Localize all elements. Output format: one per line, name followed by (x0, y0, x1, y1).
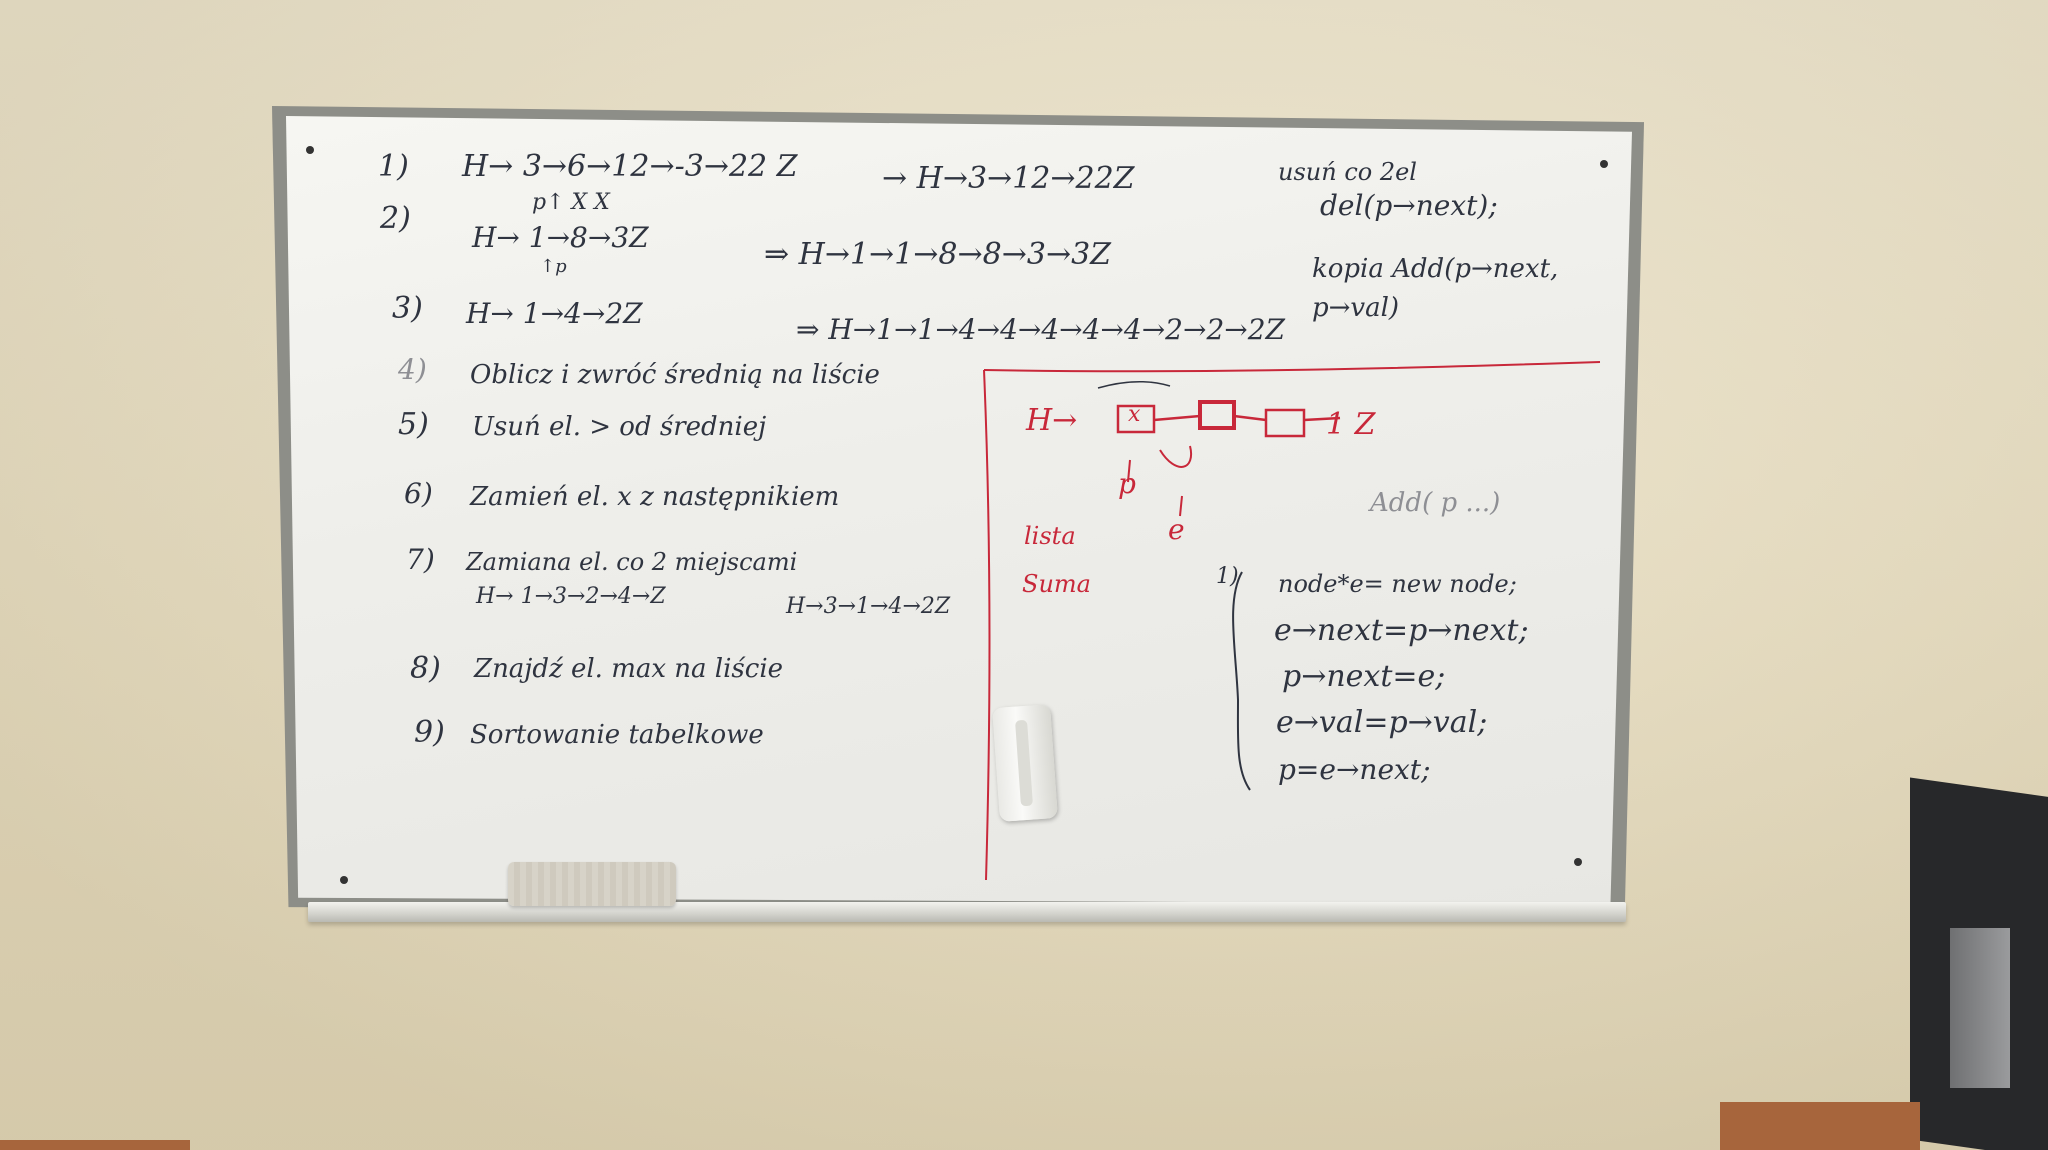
item-1-number: 1) (378, 149, 409, 184)
item-1-result: → H→3→12→22Z (882, 161, 1135, 196)
item-3-note: kopia Add(p→next, p→val) (1312, 254, 1559, 323)
magnet-groove (1015, 719, 1033, 807)
whiteboard-surface (286, 116, 1632, 904)
item-7-number: 7) (406, 543, 435, 576)
screw-icon (306, 146, 314, 154)
desk-edge-left (0, 1140, 190, 1150)
item-3-number: 3) (392, 291, 423, 326)
item-2-result: ⇒ H→1→1→8→8→3→3Z (764, 237, 1112, 272)
red-divider-left (983, 369, 991, 881)
code-line-2: e→next=p→next; (1274, 613, 1529, 648)
screw-icon (1600, 160, 1608, 168)
item-2-marks: ↑p (540, 256, 567, 277)
item-8-number: 8) (410, 651, 441, 686)
item-7-text: Zamiana el. co 2 miejscami (466, 548, 798, 576)
red-divider-top (983, 361, 1601, 373)
item-5-text: Usuń el. > od średniej (472, 412, 767, 442)
item-3-result: ⇒ H→1→1→4→4→4→4→4→2→2→2Z (796, 313, 1285, 346)
screw-icon (340, 876, 348, 884)
item-2-number: 2) (380, 201, 411, 236)
pointer-arrow-p (1127, 459, 1131, 483)
node-arrow (1159, 445, 1193, 468)
red-label-suma: Suma (1022, 570, 1091, 598)
item-6-text: Zamień el. x z następnikiem (470, 482, 840, 512)
marker-tray (308, 902, 1626, 922)
item-4-text: Oblicz i zwróć średnią na liście (470, 360, 880, 390)
item-4-number: 4) (398, 353, 427, 386)
red-label-e: e (1168, 513, 1185, 546)
code-line-5: p=e→next; (1278, 753, 1431, 786)
code-line-3: p→next=e; (1282, 659, 1446, 694)
whiteboard-eraser (508, 862, 676, 906)
item-1-marks: p↑ X X (532, 190, 610, 215)
item-2-note: del(p→next); (1320, 189, 1498, 222)
item-9-text: Sortowanie tabelkowe (470, 720, 764, 750)
item-1-note: usuń co 2el (1278, 158, 1417, 186)
node-box-new (1198, 400, 1236, 430)
desk-edge (1720, 1102, 1920, 1150)
red-list-tail: 1 Z (1326, 407, 1376, 442)
item-8-text: Znajdź el. max na liście (474, 654, 784, 684)
item-6-number: 6) (404, 477, 433, 510)
item-9-number: 9) (414, 715, 445, 750)
red-label-p: p (1118, 467, 1136, 500)
code-brace (1232, 571, 1251, 791)
node-arrow (1233, 414, 1267, 422)
item-1-list: H→ 3→6→12→-3→22 Z (462, 149, 798, 184)
pointer-arrow-e (1179, 495, 1183, 517)
item-7-sub: H→ 1→3→2→4→Z (476, 584, 666, 609)
screw-icon (1574, 858, 1582, 866)
red-list-head: H→ (1026, 403, 1078, 438)
item-5-number: 5) (398, 407, 429, 442)
red-node-x: x (1128, 402, 1141, 427)
node-arrow (1303, 416, 1341, 422)
code-marker: 1) (1216, 564, 1239, 589)
item-2-list: H→ 1→8→3Z (472, 221, 649, 254)
item-3-list: H→ 1→4→2Z (466, 297, 643, 330)
red-label-lista: lista (1024, 522, 1076, 550)
faint-erased-text: Add( p ...) (1370, 488, 1501, 518)
monitor-stand (1950, 928, 2010, 1088)
code-line-4: e→val=p→val; (1276, 705, 1488, 740)
stray-mark (1097, 380, 1171, 389)
node-box-next (1264, 408, 1306, 438)
code-line-1: node*e= new node; (1278, 570, 1517, 598)
node-arrow (1153, 414, 1201, 422)
whiteboard-magnet (992, 704, 1058, 822)
item-7-sub-result: H→3→1→4→2Z (786, 594, 951, 619)
